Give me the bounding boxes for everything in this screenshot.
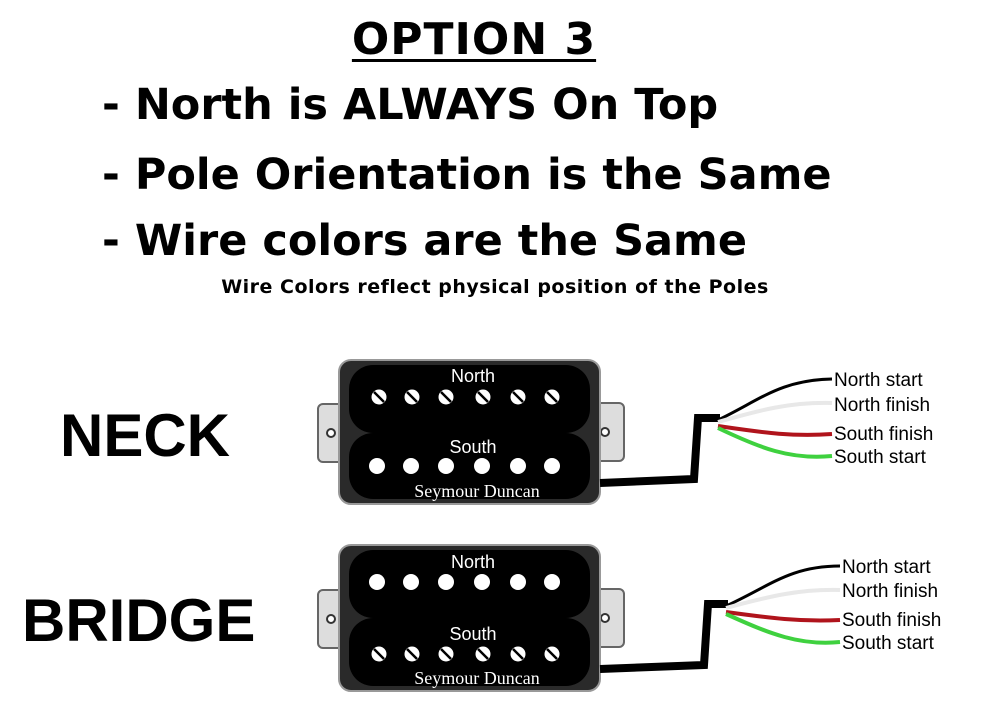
screw-poles-row bbox=[371, 389, 560, 405]
wire-label-south-finish: South finish bbox=[834, 424, 933, 445]
brand-label: Seymour Duncan bbox=[414, 481, 539, 501]
wire-label-south-finish: South finish bbox=[842, 610, 941, 631]
wire-label-north-finish: North finish bbox=[834, 395, 930, 416]
north-finish-wire bbox=[717, 400, 833, 424]
slug-poles-row bbox=[369, 458, 560, 474]
diagram-title: OPTION 3 bbox=[351, 14, 597, 65]
south-finish-wire bbox=[725, 610, 841, 623]
mounting-screw-hole-icon bbox=[326, 614, 336, 624]
mounting-screw-hole-icon bbox=[600, 427, 610, 437]
north-start-wire bbox=[725, 564, 841, 608]
wire-label-north-start: North start bbox=[842, 557, 931, 578]
south-coil-label: South bbox=[449, 437, 496, 457]
mounting-screw-hole-icon bbox=[600, 613, 610, 623]
south-start-wire bbox=[725, 612, 841, 645]
bullet-north-on-top: - North is ALWAYS On Top bbox=[102, 80, 719, 130]
neck-label: NECK bbox=[60, 402, 231, 469]
screw-poles-row bbox=[371, 646, 560, 662]
south-coil bbox=[349, 433, 590, 499]
north-coil-label: North bbox=[451, 366, 495, 386]
wire-label-south-start: South start bbox=[834, 447, 927, 468]
wire-label-south-start: South start bbox=[842, 633, 935, 654]
bullet-wire-colors: - Wire colors are the Same bbox=[102, 216, 748, 266]
pickup-cable bbox=[599, 414, 720, 487]
south-coil bbox=[349, 618, 590, 686]
south-coil-label: South bbox=[449, 624, 496, 644]
mounting-screw-hole-icon bbox=[326, 428, 336, 438]
south-start-wire bbox=[717, 426, 833, 459]
wire-colors-note: Wire Colors reflect physical position of… bbox=[221, 276, 769, 298]
north-start-wire bbox=[717, 377, 833, 422]
pickup-cable bbox=[599, 600, 728, 673]
neck-pickup: North South Seymour Duncan North start bbox=[317, 359, 933, 505]
wire-label-north-finish: North finish bbox=[842, 581, 938, 602]
south-finish-wire bbox=[717, 424, 833, 437]
wire-label-north-start: North start bbox=[834, 370, 923, 391]
north-finish-wire bbox=[725, 587, 841, 610]
slug-poles-row bbox=[369, 574, 560, 590]
north-coil bbox=[349, 550, 590, 618]
north-coil-label: North bbox=[451, 552, 495, 572]
brand-label: Seymour Duncan bbox=[414, 668, 539, 688]
bridge-pickup: North South Seymour Duncan North start N… bbox=[317, 544, 941, 692]
north-coil bbox=[349, 365, 590, 433]
bullet-pole-orientation: - Pole Orientation is the Same bbox=[102, 150, 832, 200]
bridge-label: BRIDGE bbox=[22, 587, 256, 654]
